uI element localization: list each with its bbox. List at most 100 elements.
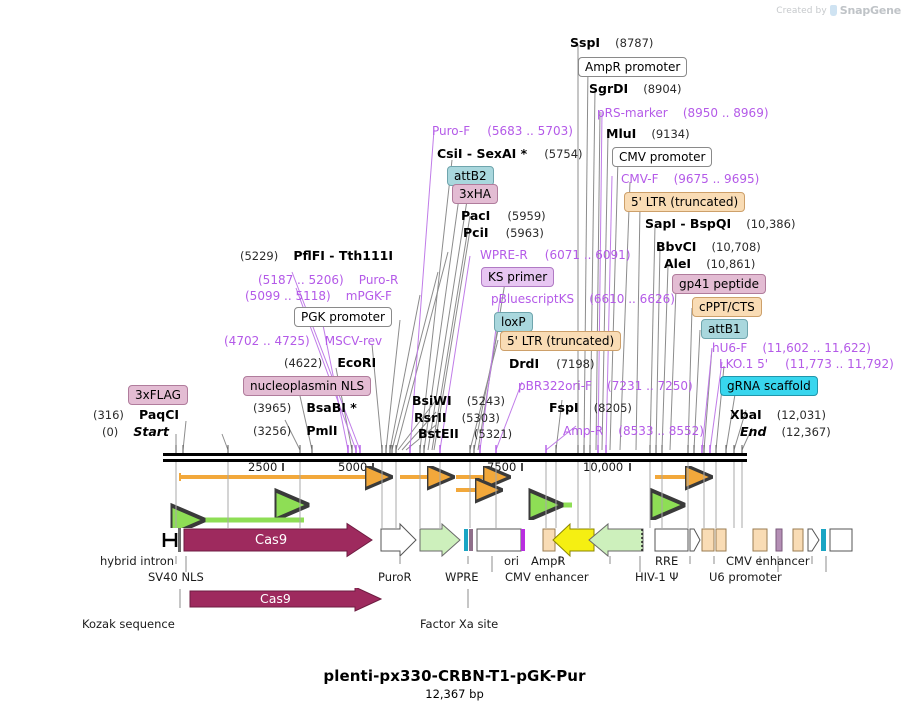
label-fspi[interactable]: FspI (8205) xyxy=(549,400,632,415)
feature-label-ori[interactable]: ori xyxy=(504,554,519,568)
chip-ks-primer[interactable]: KS primer xyxy=(481,267,555,287)
label-sspi[interactable]: SspI (8787) xyxy=(570,35,654,50)
label-pbluescriptks[interactable]: pBluescriptKS (6610 .. 6626) xyxy=(491,292,675,306)
label-sapi-bspqi[interactable]: SapI - BspQI (10,386) xyxy=(645,216,796,231)
label-cmv-f[interactable]: CMV-F (9675 .. 9695) xyxy=(621,172,760,186)
ampr-arrow xyxy=(588,522,644,558)
label-sgrdi[interactable]: SgrDI (8904) xyxy=(589,81,682,96)
chip-attb2[interactable]: attB2 xyxy=(447,166,494,186)
small-open-arrow xyxy=(689,528,701,552)
small-magenta-marker xyxy=(521,529,525,551)
label-csii-sexai[interactable]: CsiI - SexAI * (5754) xyxy=(437,146,583,161)
u6-promoter-marker xyxy=(821,529,826,551)
page-title: plenti-px330-CRBN-T1-pGK-Pur xyxy=(323,667,586,685)
feature-label-ticks xyxy=(175,556,827,572)
attb1-arrowlet xyxy=(807,528,820,552)
chip-cppt-cts[interactable]: cPPT/CTS xyxy=(692,297,762,317)
wpre-box xyxy=(476,528,522,552)
label-puro-r[interactable]: (5187 .. 5206) Puro-R xyxy=(258,273,399,287)
rre-box xyxy=(752,528,768,552)
cmv-enh-box-1 xyxy=(701,528,715,552)
label-hu6-f[interactable]: hU6-F (11,602 .. 11,622) xyxy=(712,341,871,355)
chip-3xha[interactable]: 3xHA xyxy=(452,184,498,204)
track-terminator xyxy=(162,533,178,547)
label-paci[interactable]: PacI (5959) xyxy=(461,208,546,223)
label-pmli[interactable]: (3256) PmlI xyxy=(253,423,338,438)
label-bsiwi[interactable]: BsiWI (5243) xyxy=(412,393,506,408)
feature-label-kozak-sequence[interactable]: Kozak sequence xyxy=(82,617,175,631)
watermark-brand: SnapGene xyxy=(839,4,901,17)
cas9-track-label: Cas9 xyxy=(255,533,288,548)
cppt-box xyxy=(792,528,804,552)
label-rsrii[interactable]: RsrII (5303) xyxy=(414,410,500,425)
label-bstell[interactable]: BstEII (5321) xyxy=(418,426,513,441)
label-xbai[interactable]: XbaI (12,031) xyxy=(730,407,826,422)
label-pbr322ori-f[interactable]: pBR322ori-F (7231 .. 7250) xyxy=(518,379,693,393)
feature-label-puror[interactable]: PuroR xyxy=(378,570,412,584)
feature-label-ampr[interactable]: AmpR xyxy=(531,554,566,568)
label-bsabi[interactable]: (3965) BsaBI * xyxy=(253,400,357,415)
watermark-prefix: Created by xyxy=(776,5,827,16)
feature-label-rre[interactable]: RRE xyxy=(655,554,679,568)
label-paqci[interactable]: (316) PaqCI xyxy=(93,407,180,422)
chip-loxp[interactable]: loxP xyxy=(494,312,533,332)
feature-label-hiv1-psi[interactable]: HIV-1 Ψ xyxy=(635,570,679,584)
chip-3xflag[interactable]: 3xFLAG xyxy=(128,385,188,405)
chip-ampr-promoter[interactable]: AmpR promoter xyxy=(578,57,688,77)
cas9-detail-arrow xyxy=(189,588,383,612)
label-mlui[interactable]: MluI (9134) xyxy=(606,126,690,141)
bottom-detail-row[interactable]: Cas9 xyxy=(0,588,909,614)
green-primer-arrows xyxy=(172,505,676,520)
small-violet-marker xyxy=(469,529,473,551)
small-teal-marker xyxy=(464,529,468,551)
label-mscv-rev[interactable]: (4702 .. 4725) MSCV-rev xyxy=(224,334,383,348)
feature-label-cmv-enhancer-2[interactable]: CMV enhancer xyxy=(726,554,810,568)
chip-nucleoplasmin-nls[interactable]: nucleoplasmin NLS xyxy=(243,376,372,396)
label-puro-f[interactable]: Puro-F (5683 .. 5703) xyxy=(432,124,573,138)
cas9-detail-arrow-text: Cas9 xyxy=(260,591,291,606)
label-ecori[interactable]: (4622) EcoRI xyxy=(284,355,377,370)
hiv1-psi-box xyxy=(775,528,783,552)
leader-lines xyxy=(175,44,753,451)
label-mpgk-f[interactable]: (5099 .. 5118) mPGK-F xyxy=(245,289,392,303)
snapgene-watermark: Created by SnapGene xyxy=(776,4,901,17)
label-end[interactable]: End (12,367) xyxy=(740,424,831,439)
chip-cmv-promoter[interactable]: CMV promoter xyxy=(612,147,713,167)
label-start[interactable]: (0) Start xyxy=(102,424,169,439)
chip-gp41-peptide[interactable]: gp41 peptide xyxy=(672,274,766,294)
feature-track[interactable] xyxy=(0,522,909,558)
label-prs-marker[interactable]: pRS-marker (8950 .. 8969) xyxy=(597,106,769,120)
snapgene-logo-icon xyxy=(829,5,837,16)
label-drdi[interactable]: DrdI (7198) xyxy=(509,356,595,371)
grna-scaffold-box xyxy=(829,528,853,552)
page-subtitle: 12,367 bp xyxy=(425,687,484,701)
label-wpre-r[interactable]: WPRE-R (6071 .. 6091) xyxy=(480,248,631,262)
sv40-nls-marker xyxy=(178,528,181,552)
feature-label-sv40-nls[interactable]: SV40 NLS xyxy=(148,570,204,584)
puror-arrow-2 xyxy=(419,522,461,558)
label-bbvci[interactable]: BbvCI (10,708) xyxy=(656,239,761,254)
label-pflfi-tth111i[interactable]: (5229) PflFI - Tth111I xyxy=(240,248,393,263)
chip-5ltr-truncated-b[interactable]: 5' LTR (truncated) xyxy=(624,192,746,212)
feature-label-wpre[interactable]: WPRE xyxy=(445,570,479,584)
feature-label-u6-promoter[interactable]: U6 promoter xyxy=(709,570,782,584)
chip-5ltr-truncated-a[interactable]: 5' LTR (truncated) xyxy=(500,331,622,351)
label-amp-r[interactable]: Amp-R (8533 .. 8552) xyxy=(563,424,704,438)
label-lko1-5prime[interactable]: LKO.1 5' (11,773 .. 11,792) xyxy=(719,357,894,371)
chip-attb1[interactable]: attB1 xyxy=(701,319,748,339)
chip-grna-scaffold[interactable]: gRNA scaffold xyxy=(720,376,818,396)
puror-arrow-1 xyxy=(380,522,417,558)
ruler-tick-10000: 10,000 xyxy=(583,460,624,474)
ampr-promoter-box xyxy=(654,528,689,552)
ruler-tick-5000: 5000 xyxy=(338,460,368,474)
chip-pgk-promoter[interactable]: PGK promoter xyxy=(294,307,392,327)
label-alei[interactable]: AleI (10,861) xyxy=(664,256,756,271)
label-pcii[interactable]: PciI (5963) xyxy=(463,225,544,240)
feature-label-cmv-enhancer-1[interactable]: CMV enhancer xyxy=(505,570,589,584)
feature-label-hybrid-intron[interactable]: hybrid intron xyxy=(100,554,175,568)
ori-arrow xyxy=(552,522,595,558)
cmv-enh-box-2 xyxy=(715,528,727,552)
feature-label-factor-xa-site[interactable]: Factor Xa site xyxy=(420,617,499,631)
cas9-feature-arrow xyxy=(183,522,373,558)
